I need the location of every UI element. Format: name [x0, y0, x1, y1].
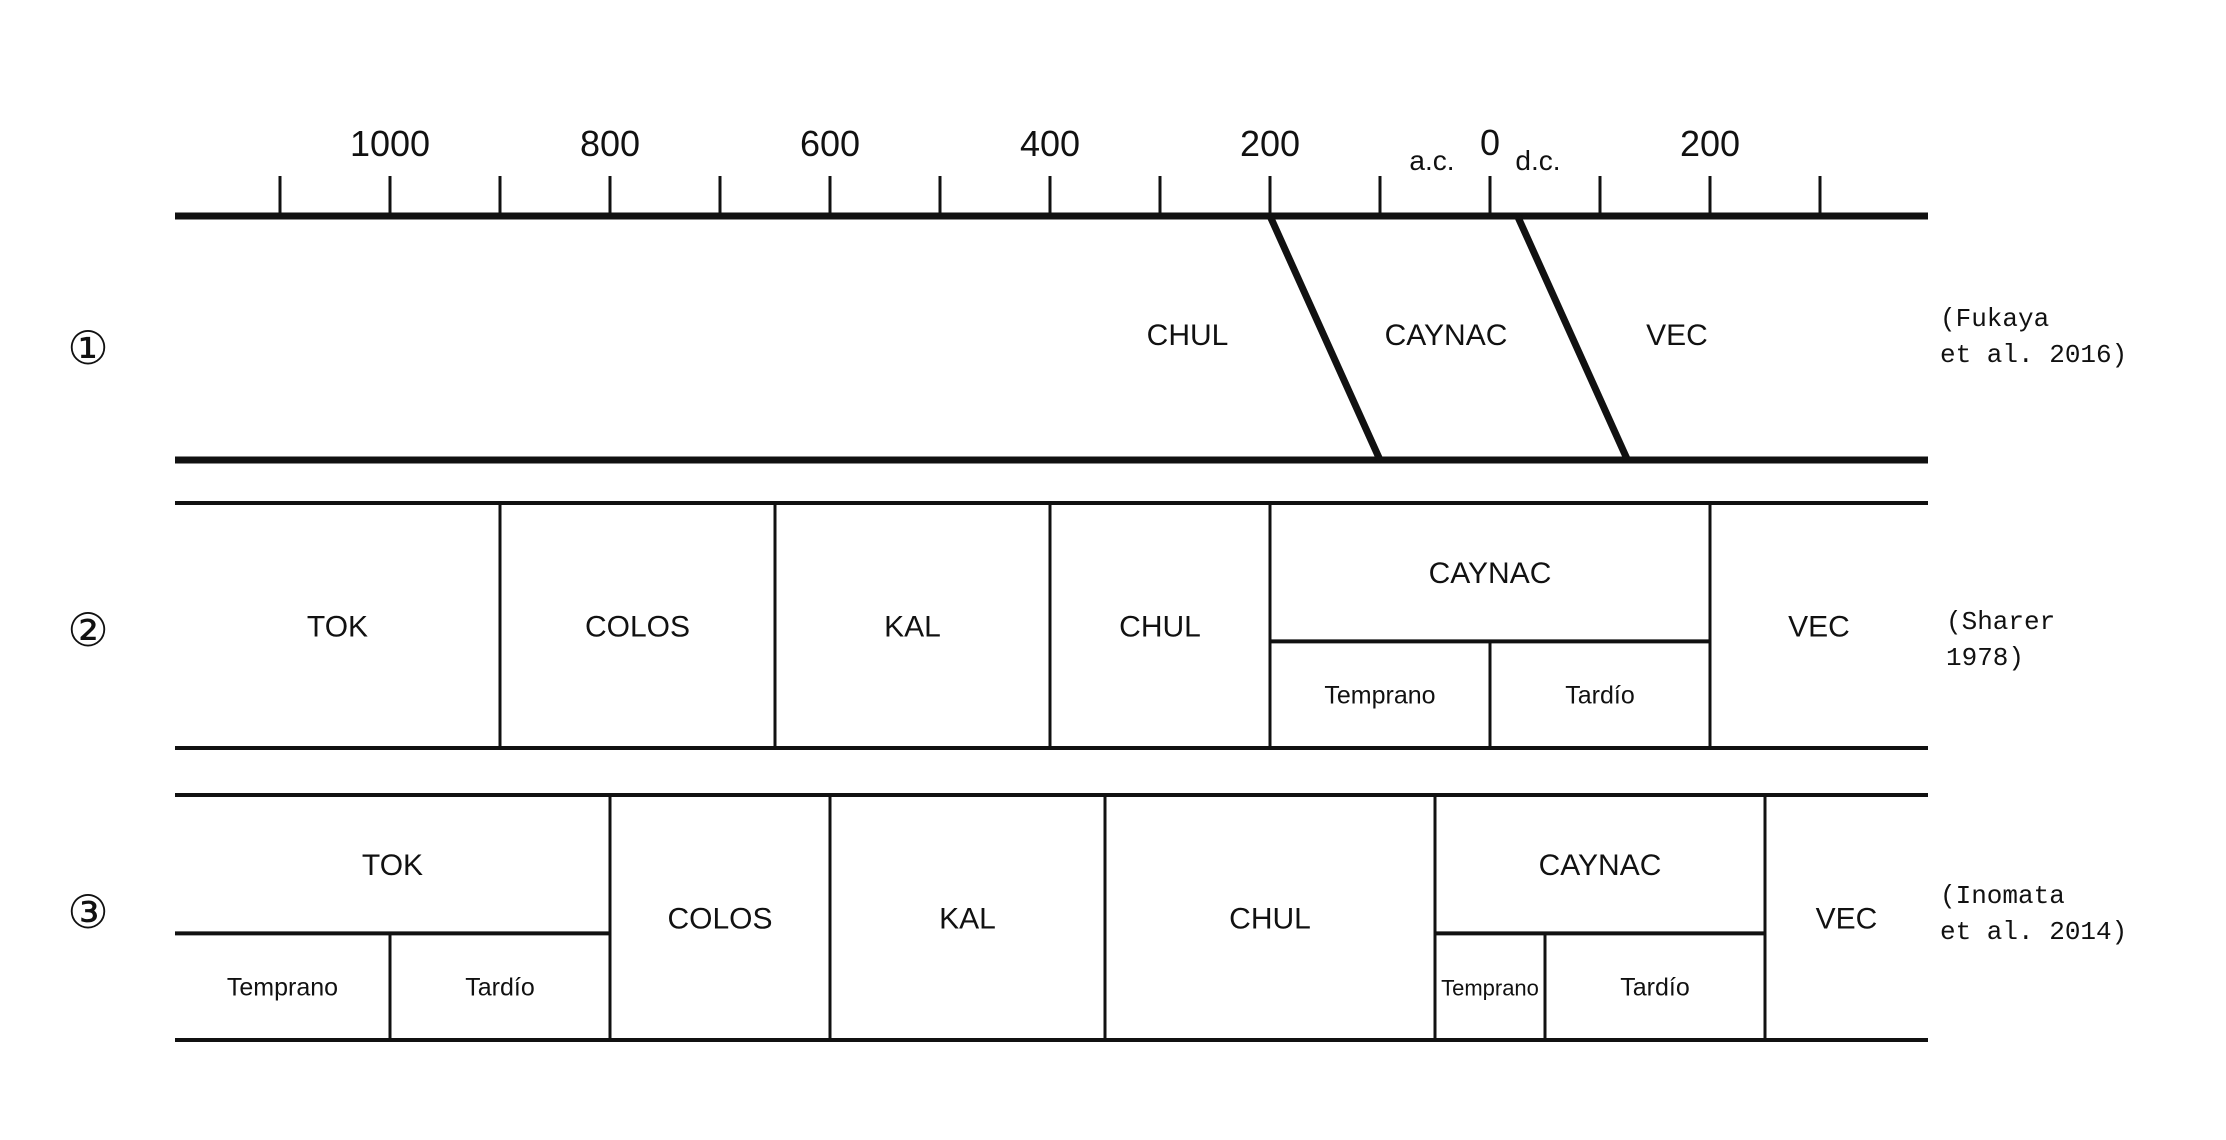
source-citation-line1: (Fukaya: [1940, 304, 2049, 334]
source-citation-line1: (Inomata: [1940, 881, 2065, 911]
phase-label-chul: CHUL: [1147, 319, 1229, 352]
axis-tick-label: 600: [800, 123, 860, 164]
row-marker: ①: [67, 322, 108, 374]
source-citation-line2: et al. 2016): [1940, 340, 2127, 370]
phase-boundary-slanted: [1514, 214, 1631, 462]
subphase-label-tardío: Tardío: [465, 974, 534, 1002]
phase-boundary-slanted: [1266, 214, 1384, 462]
subphase-label-tardío: Tardío: [1565, 682, 1634, 710]
subphase-label-tardío: Tardío: [1620, 974, 1689, 1002]
bc-label: a.c.: [1409, 145, 1454, 176]
phase-label-chul: CHUL: [1119, 611, 1201, 644]
phase-label-kal: KAL: [939, 903, 996, 936]
phase-label-caynac: CAYNAC: [1385, 319, 1508, 352]
phase-label-kal: KAL: [884, 611, 941, 644]
subphase-label-temprano: Temprano: [1441, 976, 1539, 1001]
axis-tick-label: 1000: [350, 123, 430, 164]
source-citation-line2: et al. 2014): [1940, 917, 2127, 947]
source-citation-line1: (Sharer: [1946, 607, 2055, 637]
row-marker: ③: [67, 886, 108, 938]
source-citation-line2: 1978): [1946, 643, 2024, 673]
axis-tick-label: 400: [1020, 123, 1080, 164]
time-axis: 1000 800 600 400 200 0 200 a.c. d.c.: [175, 122, 1928, 220]
axis-tick-label: 200: [1240, 123, 1300, 164]
phase-label-tok: TOK: [362, 849, 423, 882]
phase-label-colos: COLOS: [585, 611, 690, 644]
axis-tick-label: 800: [580, 123, 640, 164]
phase-label-vec: VEC: [1788, 611, 1850, 644]
row-fukaya-2016: ① (Fukaya et al. 2016) CHUL CAYNAC VEC: [67, 214, 2127, 464]
phase-label-caynac: CAYNAC: [1539, 849, 1662, 882]
subphase-label-temprano: Temprano: [1324, 682, 1435, 710]
row-marker: ②: [67, 604, 108, 656]
phase-label-vec: VEC: [1816, 903, 1878, 936]
phase-label-tok: TOK: [307, 611, 368, 644]
phase-label-chul: CHUL: [1229, 903, 1311, 936]
phase-label-vec: VEC: [1646, 319, 1708, 352]
axis-tick-label: 0: [1480, 122, 1500, 163]
subphase-label-temprano: Temprano: [227, 974, 338, 1002]
ad-label: d.c.: [1515, 145, 1560, 176]
row-sharer-1978: ② (Sharer 1978) TOK COLOS KAL CHUL CAYNAC Tem…: [67, 501, 2055, 750]
phase-label-colos: COLOS: [667, 903, 772, 936]
row-inomata-2014: ③ (Inomata et al. 2014) TOK Temprano Tardí…: [67, 793, 2127, 1042]
axis-tick-label: 200: [1680, 123, 1740, 164]
phase-label-caynac: CAYNAC: [1429, 557, 1552, 590]
